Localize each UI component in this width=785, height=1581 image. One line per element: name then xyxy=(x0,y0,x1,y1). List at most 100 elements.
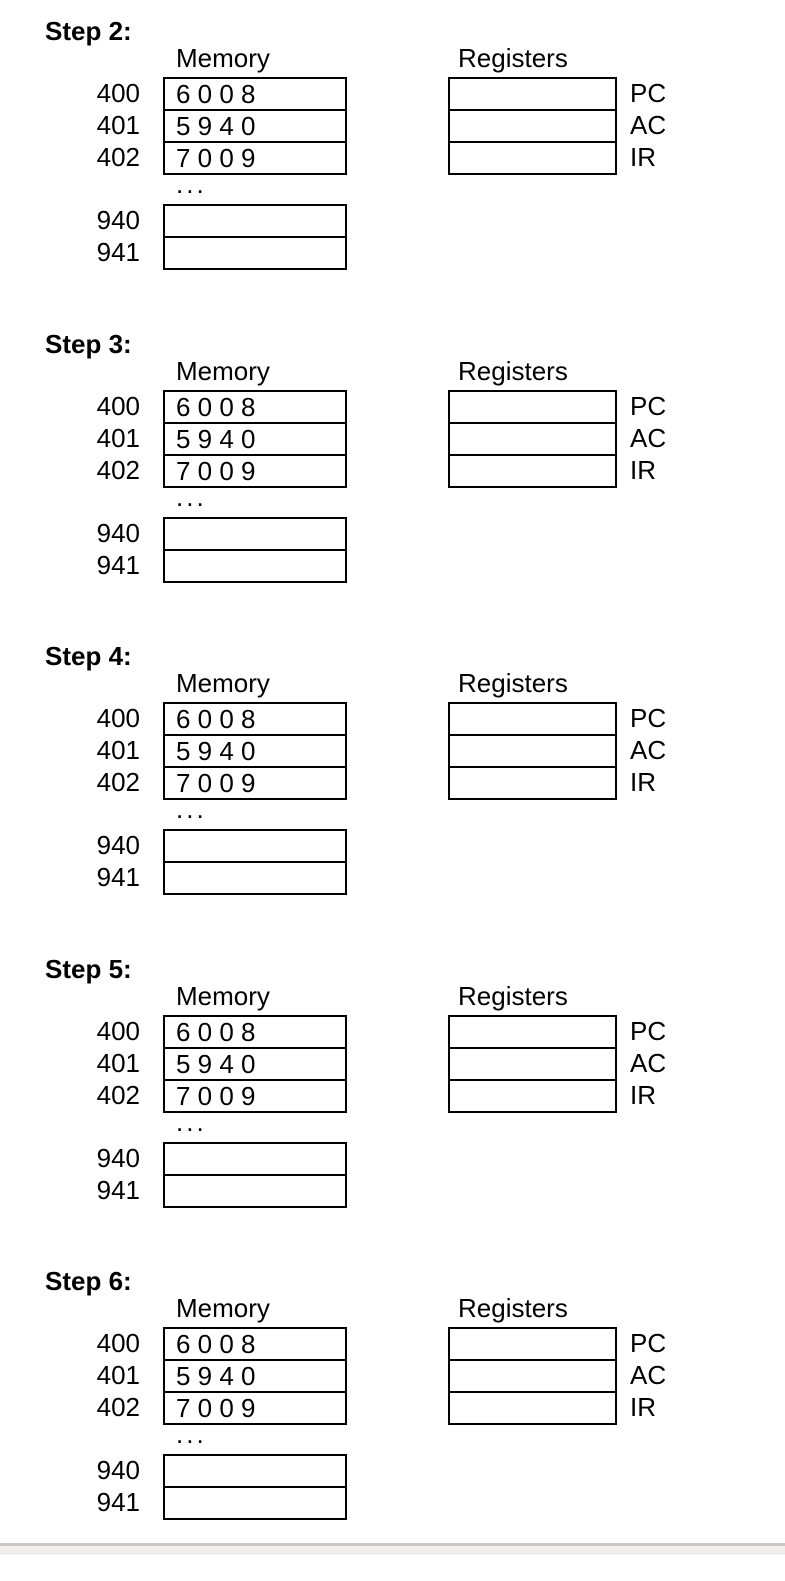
memory-address-label: 400 xyxy=(96,1015,140,1046)
memory-table: 6 0 0 8 5 9 4 0 7 0 0 9 xyxy=(163,1327,347,1425)
register-cell-ir xyxy=(450,768,615,798)
register-cell-ir xyxy=(450,1081,615,1111)
step-title: Step 3: xyxy=(45,328,132,359)
memory-address-label: 940 xyxy=(96,205,140,235)
register-name-label: IR xyxy=(630,767,656,797)
registers-table xyxy=(448,1327,617,1425)
memory-ellipsis: ... xyxy=(176,1419,207,1449)
register-name-label: AC xyxy=(630,422,667,453)
register-name-label: AC xyxy=(630,735,667,765)
memory-cell: 5 9 4 0 xyxy=(165,1361,345,1393)
memory-cell-empty xyxy=(165,551,345,581)
register-name-label: IR xyxy=(630,1392,656,1422)
memory-column-label: Memory xyxy=(176,668,270,698)
step-title: Step 6: xyxy=(45,1266,132,1296)
memory-cell: 6 0 0 8 xyxy=(165,1329,345,1361)
memory-cell-empty xyxy=(165,1488,345,1518)
memory-address-label: 941 xyxy=(96,237,140,267)
step-title: Step 5: xyxy=(45,953,132,984)
memory-cell-empty xyxy=(165,863,345,893)
memory-extra-table xyxy=(163,204,347,270)
memory-table: 6 0 0 8 5 9 4 0 7 0 0 9 xyxy=(163,389,347,488)
memory-cell: 5 9 4 0 xyxy=(165,1049,345,1081)
memory-cell: 7 0 0 9 xyxy=(176,455,256,486)
step-title: Step 2: xyxy=(45,16,132,46)
memory-address-label: 401 xyxy=(96,110,140,140)
memory-column-label: Memory xyxy=(176,1293,270,1323)
memory-address-label: 400 xyxy=(96,703,140,733)
memory-cell: 6 0 0 8 xyxy=(165,392,345,424)
memory-cell: 7 0 0 9 xyxy=(176,1393,256,1423)
register-name-label: PC xyxy=(630,78,667,108)
step-section: Step 2: Memory Registers 400 401 402 6 0… xyxy=(0,18,785,331)
register-name-label: AC xyxy=(630,1047,667,1078)
registers-table xyxy=(448,702,617,800)
memory-address-label: 940 xyxy=(96,1142,140,1173)
memory-cell-empty xyxy=(165,1456,345,1488)
memory-ellipsis: ... xyxy=(176,169,207,199)
register-cell-ir xyxy=(450,1393,615,1423)
memory-table: 6 0 0 8 5 9 4 0 7 0 0 9 xyxy=(163,77,347,175)
memory-address-label: 402 xyxy=(96,142,140,172)
register-cell-pc xyxy=(450,1017,615,1049)
registers-table xyxy=(448,77,617,175)
register-cell-pc xyxy=(450,392,615,424)
memory-table: 6 0 0 8 5 9 4 0 7 0 0 9 xyxy=(163,702,347,800)
memory-extra-table xyxy=(163,1141,347,1208)
registers-column-label: Registers xyxy=(458,1293,568,1323)
register-cell-ac xyxy=(450,736,615,768)
memory-address-label: 402 xyxy=(96,767,140,797)
register-cell-ac xyxy=(450,1049,615,1081)
horizontal-scrollbar[interactable] xyxy=(0,1543,785,1555)
registers-column-label: Registers xyxy=(458,668,568,698)
memory-ellipsis: ... xyxy=(176,794,207,824)
worksheet-content: Step 2: Memory Registers 400 401 402 6 0… xyxy=(0,18,785,1581)
register-cell-ac xyxy=(450,424,615,456)
memory-cell: 7 0 0 9 xyxy=(176,143,256,173)
register-cell-ir xyxy=(450,456,615,486)
register-name-label: IR xyxy=(630,1079,656,1110)
memory-column-label: Memory xyxy=(176,43,270,73)
memory-address-label: 401 xyxy=(96,1360,140,1390)
memory-address-label: 401 xyxy=(96,735,140,765)
register-name-label: IR xyxy=(630,142,656,172)
register-name-label: AC xyxy=(630,110,667,140)
register-name-label: IR xyxy=(630,454,656,485)
memory-address-label: 402 xyxy=(96,1392,140,1422)
register-cell-ir xyxy=(450,143,615,173)
step-section: Step 5: Memory Registers 400 401 402 6 0… xyxy=(0,956,785,1269)
step-section: Step 3: Memory Registers 400 401 402 6 0… xyxy=(0,331,785,644)
register-name-label: PC xyxy=(630,390,667,421)
register-cell-ac xyxy=(450,111,615,143)
register-cell-pc xyxy=(450,1329,615,1361)
memory-address-label: 940 xyxy=(96,517,140,548)
memory-address-label: 400 xyxy=(96,390,140,421)
memory-cell: 7 0 0 9 xyxy=(176,1080,256,1111)
register-name-label: PC xyxy=(630,1015,667,1046)
step-section: Step 6: Memory Registers 400 401 402 6 0… xyxy=(0,1268,785,1581)
memory-cell: 7 0 0 9 xyxy=(176,768,256,798)
registers-table xyxy=(448,1014,617,1113)
memory-address-label: 941 xyxy=(96,1487,140,1517)
register-name-label: AC xyxy=(630,1360,667,1390)
memory-address-label: 400 xyxy=(96,1328,140,1358)
memory-extra-table xyxy=(163,1454,347,1520)
memory-ellipsis: ... xyxy=(176,1106,207,1137)
memory-column-label: Memory xyxy=(176,355,270,386)
registers-table xyxy=(448,389,617,488)
memory-address-label: 400 xyxy=(96,78,140,108)
memory-address-label: 940 xyxy=(96,1455,140,1485)
memory-address-label: 401 xyxy=(96,422,140,453)
registers-column-label: Registers xyxy=(458,43,568,73)
register-cell-pc xyxy=(450,79,615,111)
step-title: Step 4: xyxy=(45,641,132,671)
memory-column-label: Memory xyxy=(176,980,270,1011)
register-cell-ac xyxy=(450,1361,615,1393)
memory-cell: 5 9 4 0 xyxy=(165,736,345,768)
memory-address-label: 940 xyxy=(96,830,140,860)
memory-cell: 6 0 0 8 xyxy=(165,1017,345,1049)
memory-cell: 6 0 0 8 xyxy=(165,79,345,111)
memory-address-label: 941 xyxy=(96,862,140,892)
memory-address-label: 941 xyxy=(96,1174,140,1205)
memory-extra-table xyxy=(163,516,347,583)
